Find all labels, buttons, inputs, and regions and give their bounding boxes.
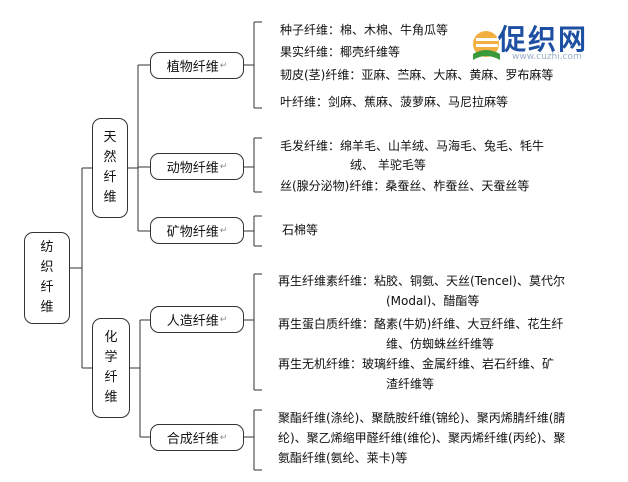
mineral-fiber-node: 矿物纤维↵ (150, 217, 244, 244)
mineral-fiber-label: 矿物纤维 (166, 225, 219, 240)
plant-item: 果实纤维：椰壳纤维等 (280, 45, 401, 59)
natural-char: 天 (103, 130, 117, 145)
animal-item: 毛发纤维：绵羊毛、山羊绒、马海毛、兔毛、牦牛 (280, 139, 545, 153)
root-node: 纺 织 纤 维 (24, 232, 70, 324)
manmade-fiber-label: 人造纤维 (166, 314, 219, 329)
mineral-item: 石棉等 (282, 223, 319, 237)
root-char: 纤 (40, 280, 54, 295)
chemical-char: 学 (104, 350, 118, 365)
watermark-logo-icon (473, 31, 500, 60)
synthetic-item: 聚酯纤维(涤纶)、聚酰胺纤维(锦纶)、聚丙烯腈纤维(腈 (278, 411, 566, 425)
root-char: 织 (40, 260, 54, 275)
plant-fiber-label: 植物纤维 (166, 60, 219, 75)
manmade-item: (Modal)、醋酯等 (386, 294, 480, 308)
synthetic-item: 氨酯纤维(氨纶、莱卡)等 (278, 451, 408, 465)
animal-item: 丝(腺分泌物)纤维：桑蚕丝、柞蚕丝、天蚕丝等 (280, 179, 530, 193)
plant-item: 叶纤维：剑麻、蕉麻、菠萝麻、马尼拉麻等 (280, 95, 509, 109)
manmade-item: 渣纤维等 (386, 377, 435, 391)
natural-char: 然 (103, 150, 117, 165)
animal-fiber-label: 动物纤维 (166, 161, 219, 176)
animal-item: 绒、 羊驼毛等 (350, 158, 426, 172)
natural-char: 维 (103, 190, 117, 205)
chemical-char: 纤 (104, 370, 118, 385)
chemical-fiber-node: 化 学 纤 维 (92, 318, 130, 418)
synthetic-fiber-label: 合成纤维 (166, 432, 219, 447)
synthetic-item: 纶)、聚乙烯缩甲醛纤维(维伦)、聚丙烯纤维(丙纶)、聚 (278, 431, 566, 445)
chemical-char: 维 (104, 390, 118, 405)
natural-char: 纤 (103, 170, 117, 185)
manmade-item: 再生纤维素纤维：粘胶、铜氨、天丝(Tencel)、莫代尔 (278, 274, 565, 288)
synthetic-fiber-node: 合成纤维↵ (150, 424, 244, 451)
watermark-text: 促织网 (498, 23, 589, 56)
root-char: 纺 (40, 240, 54, 255)
plant-fiber-node: 植物纤维↵ (150, 52, 244, 79)
plant-item: 韧皮(茎)纤维：亚麻、苎麻、大麻、黄麻、罗布麻等 (280, 68, 554, 82)
watermark-url: www.cuzhi.com (512, 52, 582, 62)
manmade-item: 维、仿蜘蛛丝纤维等 (386, 337, 495, 351)
root-char: 维 (40, 300, 54, 315)
natural-fiber-node: 天 然 纤 维 (92, 118, 128, 218)
manmade-item: 再生无机纤维：玻璃纤维、金属纤维、岩石纤维、矿 (278, 357, 555, 371)
plant-item: 种子纤维：棉、木棉、牛角瓜等 (280, 23, 449, 37)
chemical-char: 化 (104, 330, 118, 345)
animal-fiber-node: 动物纤维↵ (150, 153, 244, 180)
manmade-fiber-node: 人造纤维↵ (150, 306, 244, 333)
manmade-item: 再生蛋白质纤维：酪素(牛奶)纤维、大豆纤维、花生纤 (278, 317, 564, 331)
